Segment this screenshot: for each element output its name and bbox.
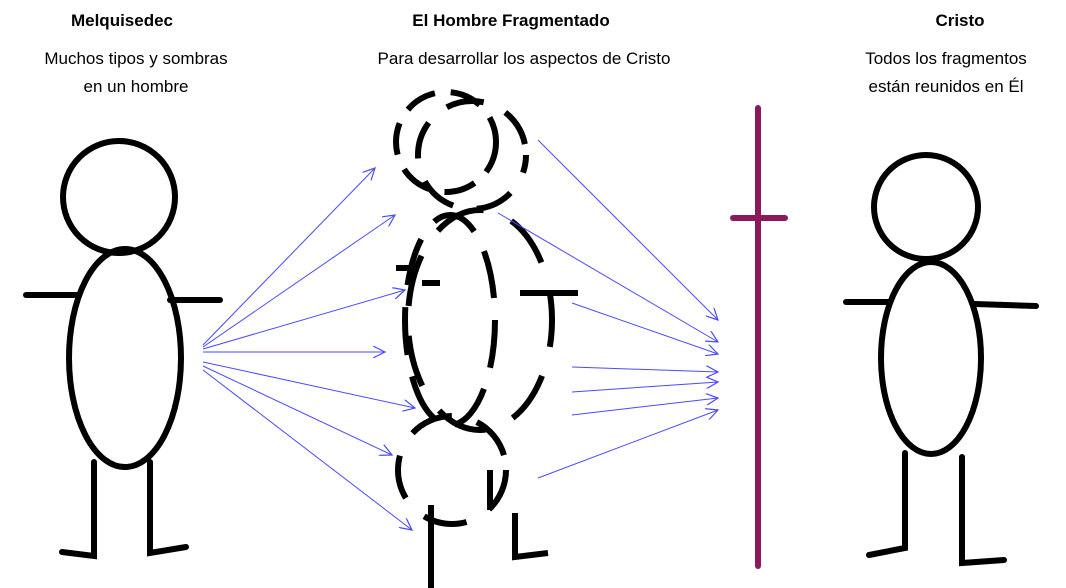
melquisedec-head xyxy=(60,138,178,256)
cross xyxy=(730,105,788,569)
fragment-body-2 xyxy=(405,207,555,433)
arrows-right xyxy=(497,139,718,479)
arrow xyxy=(571,398,718,416)
arrow xyxy=(571,367,718,372)
arrow xyxy=(571,302,718,354)
fragment-lower-body xyxy=(395,413,509,527)
arrow xyxy=(571,382,718,393)
arrow xyxy=(202,215,395,348)
arrow xyxy=(202,365,392,455)
fragmented-man-figure xyxy=(393,89,578,588)
cristo-right-arm xyxy=(972,301,1039,309)
cristo-body xyxy=(878,259,984,457)
melquisedec-subtitle-line-2: en un hombre xyxy=(83,77,189,96)
arrow xyxy=(202,361,415,408)
cristo-subtitle-line-1: Todos los fragmentos xyxy=(865,49,1027,68)
arrow xyxy=(202,369,412,530)
cristo-title: Cristo xyxy=(935,11,985,30)
cristo-right-leg xyxy=(959,454,1007,567)
arrows-left xyxy=(202,168,415,530)
cristo-subtitle-line-2: están reunidos en Él xyxy=(868,77,1024,96)
fragment-head-2 xyxy=(415,98,529,212)
arrow xyxy=(537,139,718,320)
fragment-right-leg xyxy=(512,513,549,561)
arrow xyxy=(202,290,405,350)
arrow xyxy=(202,168,375,346)
cristo-head xyxy=(871,152,981,262)
melquisedec-body xyxy=(66,246,184,470)
cristo-left-leg xyxy=(866,450,908,558)
fragment-body-1 xyxy=(402,212,498,428)
fragmented-man-title: El Hombre Fragmentado xyxy=(412,11,610,30)
melquisedec-figure xyxy=(23,138,223,560)
melquisedec-right-leg xyxy=(147,459,189,557)
fragment-head-1 xyxy=(393,89,499,195)
arrow xyxy=(537,410,718,479)
melquisedec-subtitle-line-1: Muchos tipos y sombras xyxy=(44,49,228,68)
melquisedec-left-leg xyxy=(59,459,97,560)
melquisedec-title: Melquisedec xyxy=(70,11,174,30)
fragmented-man-subtitle: Para desarrollar los aspectos de Cristo xyxy=(377,49,671,68)
arrow xyxy=(497,212,718,342)
cristo-figure xyxy=(843,152,1039,567)
